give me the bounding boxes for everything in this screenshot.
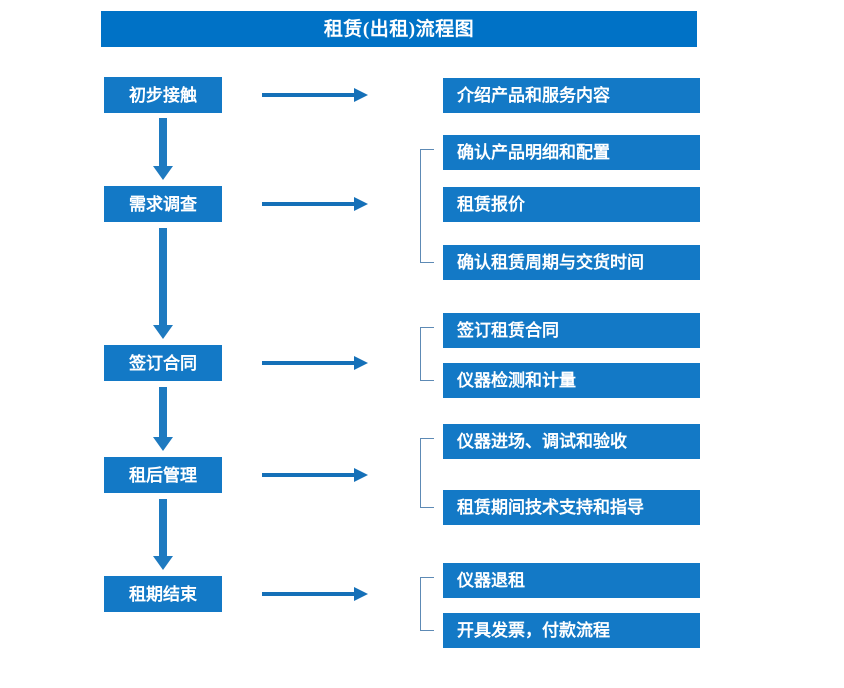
detail-label: 租赁期间技术支持和指导 [457, 498, 644, 517]
detail-label: 仪器退租 [457, 571, 525, 590]
chart-title-bar: 租赁(出租)流程图 [101, 11, 697, 47]
detail-label: 仪器进场、调试和验收 [457, 432, 627, 451]
detail-box-2-2[interactable]: 租赁报价 [443, 187, 700, 222]
detail-box-1-1[interactable]: 介绍产品和服务内容 [443, 78, 700, 113]
stage-box-4[interactable]: 租后管理 [104, 457, 222, 493]
detail-label: 介绍产品和服务内容 [457, 86, 610, 105]
group-bracket-icon-2 [420, 149, 434, 263]
detail-label: 仪器检测和计量 [457, 371, 576, 390]
detail-box-3-2[interactable]: 仪器检测和计量 [443, 363, 700, 398]
detail-box-3-1[interactable]: 签订租赁合同 [443, 313, 700, 348]
arrow-right-icon-5 [262, 587, 368, 601]
arrow-right-icon-4 [262, 468, 368, 482]
arrow-right-icon-3 [262, 356, 368, 370]
detail-box-5-2[interactable]: 开具发票，付款流程 [443, 613, 700, 648]
arrow-down-icon-4 [153, 499, 173, 570]
detail-label: 开具发票，付款流程 [457, 621, 610, 640]
detail-box-4-1[interactable]: 仪器进场、调试和验收 [443, 424, 700, 459]
stage-label: 租后管理 [129, 465, 197, 485]
stage-label: 租期结束 [129, 584, 197, 604]
group-bracket-icon-5 [420, 577, 434, 631]
stage-box-3[interactable]: 签订合同 [104, 345, 222, 381]
detail-label: 确认租赁周期与交货时间 [457, 253, 644, 272]
arrow-right-icon-1 [262, 88, 368, 102]
arrow-down-icon-1 [153, 118, 173, 180]
detail-box-2-1[interactable]: 确认产品明细和配置 [443, 135, 700, 170]
detail-box-2-3[interactable]: 确认租赁周期与交货时间 [443, 245, 700, 280]
detail-label: 确认产品明细和配置 [457, 143, 610, 162]
detail-label: 签订租赁合同 [457, 321, 559, 340]
stage-label: 签订合同 [129, 353, 197, 373]
stage-label: 初步接触 [129, 85, 197, 105]
arrow-right-icon-2 [262, 197, 368, 211]
detail-box-4-2[interactable]: 租赁期间技术支持和指导 [443, 490, 700, 525]
stage-box-1[interactable]: 初步接触 [104, 77, 222, 113]
arrow-down-icon-3 [153, 387, 173, 451]
detail-label: 租赁报价 [457, 195, 525, 214]
stage-label: 需求调查 [129, 194, 197, 214]
group-bracket-icon-3 [420, 327, 434, 381]
stage-box-2[interactable]: 需求调查 [104, 186, 222, 222]
detail-box-5-1[interactable]: 仪器退租 [443, 563, 700, 598]
arrow-down-icon-2 [153, 228, 173, 339]
group-bracket-icon-4 [420, 438, 434, 508]
stage-box-5[interactable]: 租期结束 [104, 576, 222, 612]
page-title: 租赁(出租)流程图 [323, 18, 475, 40]
